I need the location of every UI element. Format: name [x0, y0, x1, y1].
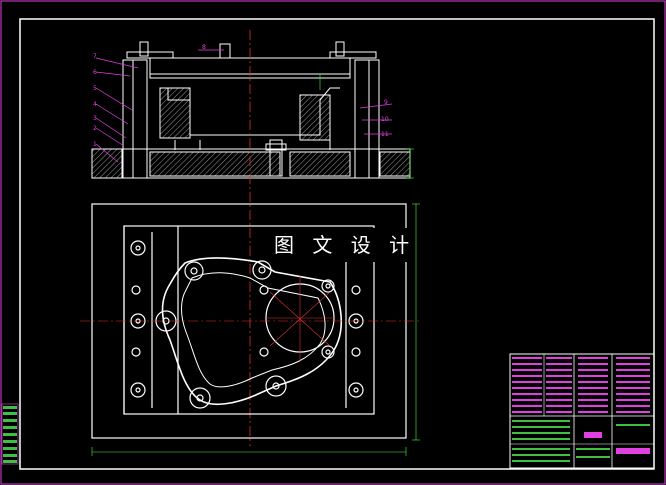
part-label: 4 [93, 101, 97, 108]
binding-margin-blocks [1, 403, 19, 465]
watermark-backdrop [268, 228, 410, 262]
part-label: 6 [93, 69, 97, 76]
title-block [509, 353, 655, 469]
dimension-lines [91, 74, 420, 456]
part-label: 11 [381, 131, 389, 138]
front-section-view [91, 41, 411, 179]
right-bolt-holes [348, 242, 364, 398]
watermark-text: 图 文 设 计 [274, 233, 415, 257]
left-bolt-holes [130, 240, 146, 398]
part-leaders-left [95, 49, 224, 163]
part-label: 10 [381, 116, 389, 123]
part-label: 8 [202, 44, 206, 51]
part-label: 1 [93, 141, 97, 148]
part-label: 9 [384, 99, 388, 106]
part-label: 3 [93, 115, 97, 122]
part-label: 2 [93, 125, 97, 132]
part-label: 7 [93, 53, 97, 60]
workpiece-outline [161, 257, 343, 406]
drawing-frame [19, 18, 655, 470]
part-leaders-right [359, 103, 393, 135]
part-labels: 7 6 5 4 3 2 1 8 9 10 11 [93, 44, 389, 148]
bore-center-lines [80, 276, 420, 362]
part-label: 5 [93, 85, 97, 92]
